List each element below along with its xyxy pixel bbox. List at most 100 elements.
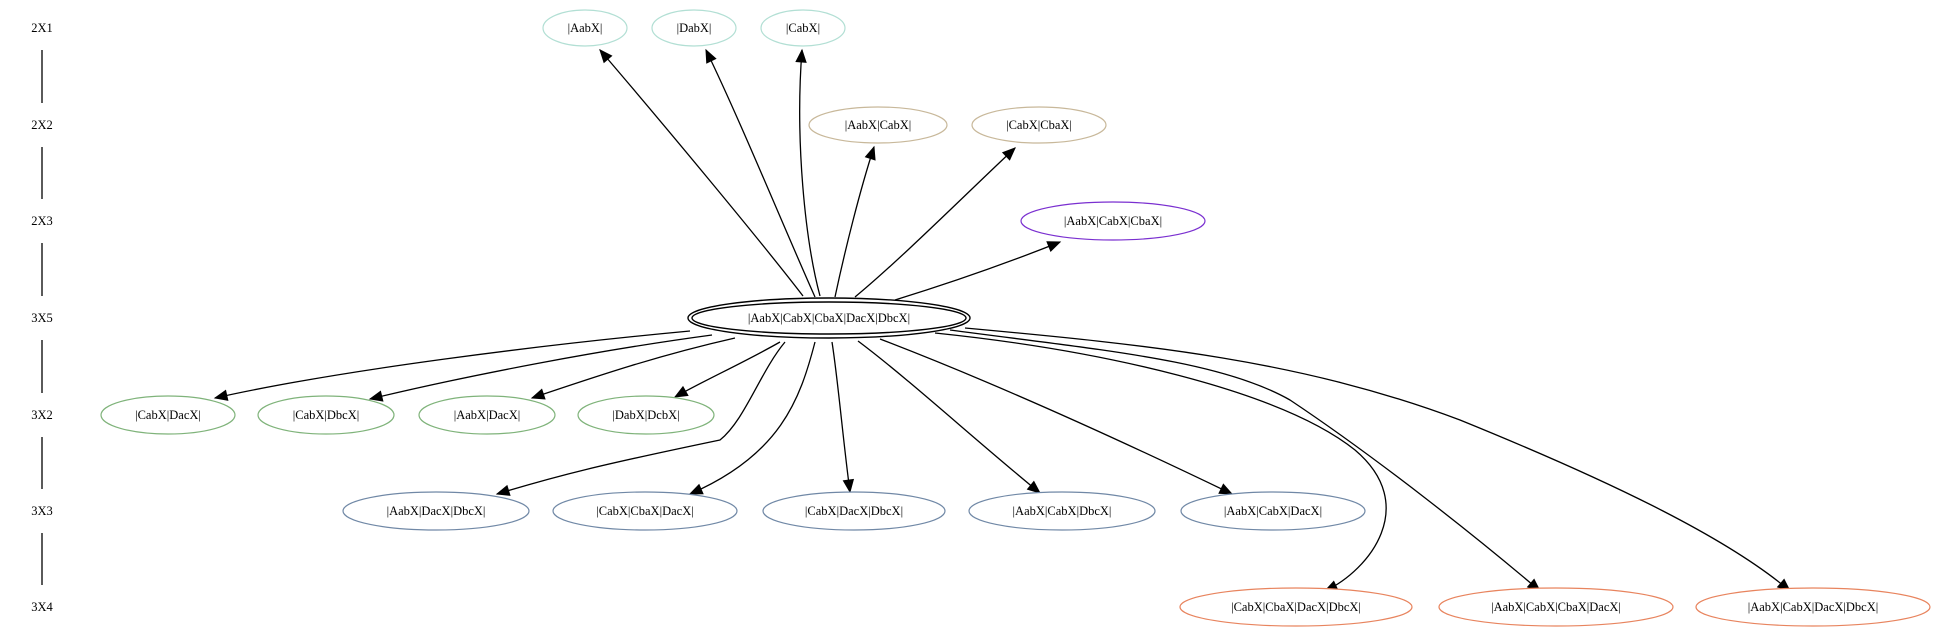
arrowhead: [1218, 483, 1234, 495]
edge-n_dabx: [705, 48, 816, 298]
node-n-aabx[interactable]: |AabX|: [542, 9, 628, 47]
edge-n_cabx_dacx: [213, 330, 691, 401]
level-axis: 2X1 2X2 2X3 3X5 3X2 3X3 3X4: [31, 21, 53, 614]
node-n-cabx[interactable]: |CabX|: [760, 9, 846, 47]
node-label: |DabX|DcbX|: [612, 408, 679, 422]
node-ellipse: [342, 491, 530, 531]
node-label: |CabX|CbaX|DacX|DbcX|: [1231, 600, 1361, 614]
edge-n_cabx_cbax_dacx: [688, 341, 816, 495]
arrowhead: [864, 145, 876, 161]
node-ellipse: [808, 106, 948, 144]
edge-n_aabx: [599, 49, 804, 297]
edge-n_aabx_cabx_dacx: [879, 338, 1234, 495]
node-n-aabx-cabx-dacx-dbcx[interactable]: |AabX|CabX|DacX|DbcX|: [1695, 587, 1931, 627]
node-ellipse: [1438, 587, 1674, 627]
level-label-3x4: 3X4: [31, 600, 53, 614]
arrowhead: [673, 385, 689, 398]
node-n-dabx[interactable]: |DabX|: [651, 9, 737, 47]
arrowhead: [1001, 147, 1016, 161]
node-inner-ellipse: [691, 301, 967, 335]
edge-n_aabx_dacx_dbcx: [495, 341, 786, 496]
node-n-aabx-cabx[interactable]: |AabX|CabX|: [808, 106, 948, 144]
arrowhead: [705, 48, 717, 64]
edge-n_aabx_cabx_dbcx: [857, 340, 1042, 494]
edge-n_aabx_cabx: [834, 145, 876, 298]
level-label-3x2: 3X2: [31, 408, 53, 422]
node-ellipse: [100, 395, 236, 435]
edge-n_aabx_cabx_dacx_dbcx: [964, 327, 1791, 592]
node-n-cabx-cbax-dacx-dbcx[interactable]: |CabX|CbaX|DacX|DbcX|: [1179, 587, 1413, 627]
node-label: |AabX|: [568, 21, 603, 35]
node-n-cabx-dacx-dbcx[interactable]: |CabX|DacX|DbcX|: [762, 491, 946, 531]
node-label: |AabX|CabX|DbcX|: [1013, 504, 1112, 518]
node-n-cabx-cbax[interactable]: |CabX|CbaX|: [971, 106, 1107, 144]
level-label-2x2: 2X2: [31, 118, 53, 132]
arrowhead: [599, 49, 613, 64]
arrowhead: [688, 483, 704, 495]
node-n-aabx-cabx-dacx[interactable]: |AabX|CabX|DacX|: [1180, 491, 1366, 531]
node-ellipse: [552, 491, 738, 531]
arrowhead: [795, 48, 807, 63]
node-ellipse: [971, 106, 1107, 144]
arrowhead: [368, 390, 384, 402]
edge-n_cabx_dbcx: [368, 334, 713, 402]
node-label: |DabX|: [677, 21, 712, 35]
arrowhead: [213, 389, 229, 401]
node-label: |CabX|DacX|: [135, 408, 201, 422]
edges: [213, 48, 1791, 592]
nodes: |AabX| |DabX| |CabX| |AabX|CabX| |CabX|CbaX|…: [100, 9, 1931, 627]
level-label-2x1: 2X1: [31, 21, 53, 35]
node-n-aabx-cabx-cbax-dacx[interactable]: |AabX|CabX|CbaX|DacX|: [1438, 587, 1674, 627]
node-label: |AabX|CabX|DacX|DbcX|: [1748, 600, 1879, 614]
node-n-cabx-cbax-dacx[interactable]: |CabX|CbaX|DacX|: [552, 491, 738, 531]
node-ellipse: [1180, 491, 1366, 531]
node-n-aabx-dacx-dbcx[interactable]: |AabX|DacX|DbcX|: [342, 491, 530, 531]
node-label: |AabX|CabX|CbaX|DacX|: [1491, 600, 1621, 614]
node-label: |AabX|DacX|: [454, 408, 521, 422]
arrowhead: [1026, 480, 1042, 494]
level-label-2x3: 2X3: [31, 214, 53, 228]
level-label-3x5: 3X5: [31, 311, 53, 325]
arrowhead: [530, 388, 546, 400]
edge-n_aabx_cabx_cbax: [894, 241, 1062, 301]
node-ellipse: [577, 395, 715, 435]
node-ellipse: [1020, 201, 1206, 241]
node-ellipse: [1695, 587, 1931, 627]
node-label: |AabX|CabX|CbaX|: [1064, 214, 1162, 228]
edge-n_dabx_dcbx: [673, 341, 781, 398]
node-label: |CabX|CbaX|DacX|: [596, 504, 694, 518]
node-n-aabx-cabx-dbcx[interactable]: |AabX|CabX|DbcX|: [968, 491, 1156, 531]
node-n-root[interactable]: |AabX|CabX|CbaX|DacX|DbcX|: [687, 297, 971, 339]
edge-n_aabx_dacx: [530, 337, 736, 400]
edge-n_cabx: [795, 48, 821, 297]
node-ellipse: [1179, 587, 1413, 627]
node-label: |AabX|CabX|CbaX|DacX|DbcX|: [748, 311, 910, 325]
node-n-aabx-cabx-cbax[interactable]: |AabX|CabX|CbaX|: [1020, 201, 1206, 241]
arrowhead: [1046, 241, 1062, 252]
node-ellipse: [418, 395, 556, 435]
node-label: |AabX|DacX|DbcX|: [387, 504, 486, 518]
node-ellipse: [542, 9, 628, 47]
node-label: |AabX|CabX|DacX|: [1224, 504, 1322, 518]
node-label: |CabX|CbaX|: [1006, 118, 1072, 132]
arrowhead: [842, 478, 855, 494]
node-label: |CabX|DacX|DbcX|: [805, 504, 903, 518]
node-label: |AabX|CabX|: [845, 118, 912, 132]
edge-n_aabx_cabx_cbax_dacx: [949, 329, 1541, 592]
node-ellipse: [760, 9, 846, 47]
node-ellipse: [687, 297, 971, 339]
node-n-dabx-dcbx[interactable]: |DabX|DcbX|: [577, 395, 715, 435]
level-label-3x3: 3X3: [31, 504, 53, 518]
edge-n_cabx_dacx_dbcx: [831, 341, 855, 494]
node-ellipse: [968, 491, 1156, 531]
arrowhead: [495, 484, 511, 496]
node-n-cabx-dbcx[interactable]: |CabX|DbcX|: [257, 395, 395, 435]
node-ellipse: [762, 491, 946, 531]
node-ellipse: [257, 395, 395, 435]
edge-n_cabx_cbax: [854, 147, 1016, 298]
node-n-aabx-dacx[interactable]: |AabX|DacX|: [418, 395, 556, 435]
node-n-cabx-dacx[interactable]: |CabX|DacX|: [100, 395, 236, 435]
node-ellipse: [651, 9, 737, 47]
node-label: |CabX|DbcX|: [293, 408, 360, 422]
